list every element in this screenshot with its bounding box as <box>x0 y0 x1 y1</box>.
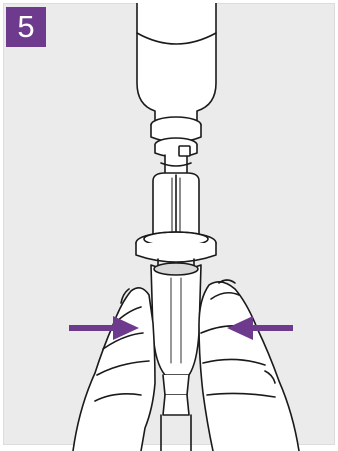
right-hand-icon <box>199 280 299 451</box>
vial-adapter-icon <box>136 146 216 271</box>
medication-vial-icon <box>137 3 216 157</box>
syringe-icon <box>151 263 201 451</box>
instruction-illustration <box>3 3 338 451</box>
left-hand-icon <box>73 288 155 451</box>
